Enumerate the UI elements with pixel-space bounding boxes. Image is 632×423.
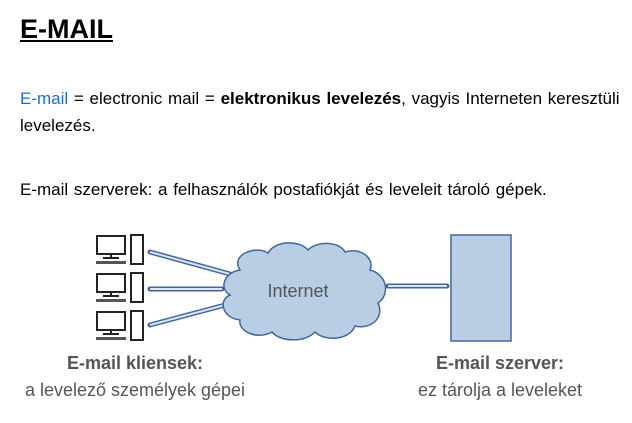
computer-icon bbox=[96, 310, 144, 341]
computer-icon bbox=[96, 234, 144, 265]
cloud-label: Internet bbox=[267, 281, 328, 301]
page-title: E-MAIL bbox=[20, 14, 113, 44]
server-label: E-mail szerver: ez tárolja a leveleket bbox=[390, 350, 610, 404]
email-term: E-mail bbox=[20, 89, 69, 108]
definition-paragraph: E-mail = electronic mail = elektronikus … bbox=[20, 85, 620, 139]
internet-cloud bbox=[222, 242, 387, 341]
server-title: E-mail szerver: bbox=[435, 353, 565, 373]
clients-subtitle: a levelező személyek gépei bbox=[24, 380, 246, 400]
definition-text: = electronic mail = bbox=[68, 89, 221, 108]
clients-title: E-mail kliensek: bbox=[66, 353, 204, 373]
server-subtitle: ez tárolja a leveleket bbox=[417, 380, 583, 400]
definition-bold: elektronikus levelezés bbox=[220, 89, 402, 108]
definition-text-end: , vagyis Interneten keresztüli levelezés… bbox=[20, 89, 620, 135]
servers-paragraph: E-mail szerverek: a felhasználók postafi… bbox=[20, 180, 547, 199]
server-box bbox=[450, 234, 512, 342]
computer-icon bbox=[96, 272, 144, 303]
computer-icons bbox=[96, 234, 144, 341]
clients-label: E-mail kliensek: a levelező személyek gép… bbox=[0, 350, 270, 404]
